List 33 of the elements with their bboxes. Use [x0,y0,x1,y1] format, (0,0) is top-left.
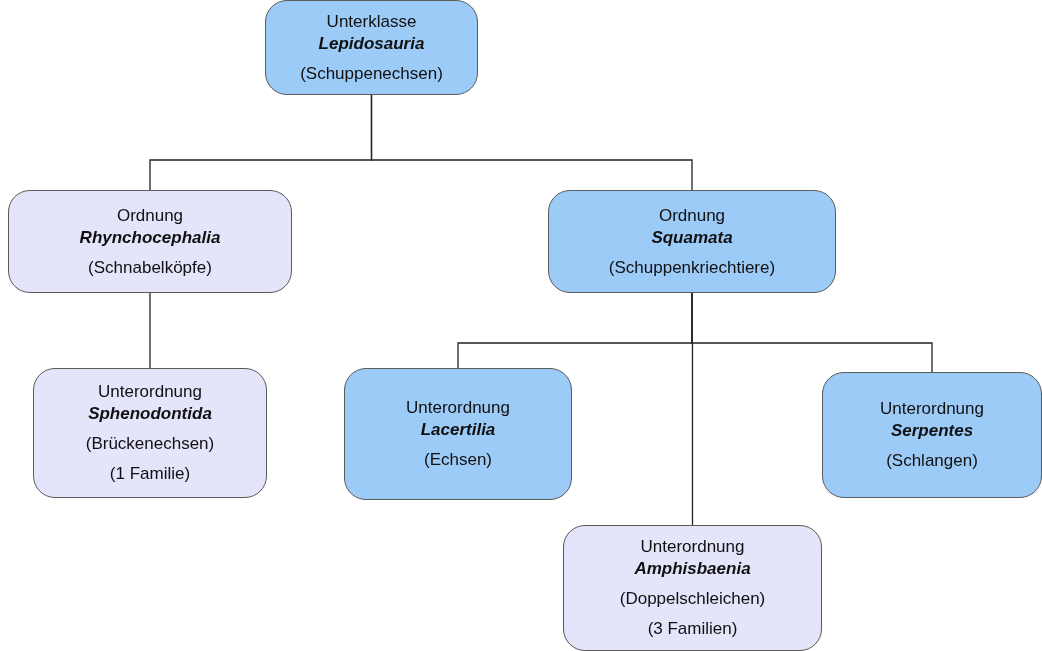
rank-label: Unterordnung [98,381,202,403]
taxon-box [344,368,572,500]
taxon-box [822,372,1042,498]
taxon-note: (3 Familien) [647,618,738,640]
connector-line [149,292,151,369]
taxon-note: (Schuppenechsen) [300,62,443,85]
rank-label: Unterordnung [406,397,510,419]
taxon-note: (Schuppenkriechtiere) [608,256,776,279]
taxon-name: Rhynchocephalia [79,226,221,249]
taxon-name: Serpentes [890,420,974,442]
rank-label: Unterklasse [326,10,417,33]
rank-label: Ordnung [658,204,726,227]
taxon-name: Lepidosauria [318,32,425,55]
taxon-name: Sphenodontida [88,403,212,425]
connector-line [691,292,694,526]
taxon-note: (Schlangen) [886,450,978,472]
taxon-note: (1 Familie) [109,463,191,485]
taxon-box [33,368,267,498]
taxon-note: (Brückenechsen) [85,433,215,455]
connector-line [370,94,693,191]
taxon-note: (Doppelschleichen) [619,588,766,610]
taxon-note: (Echsen) [424,449,492,471]
rank-label: Ordnung [116,204,184,227]
rank-label: Unterordnung [880,398,984,420]
taxon-box [8,190,292,293]
taxon-box [563,525,822,651]
taxon-name: Lacertilia [420,419,496,441]
taxon-box [265,0,478,95]
taxon-box [548,190,836,293]
taxon-name: Amphisbaenia [634,558,751,580]
taxon-name: Squamata [651,226,733,249]
rank-label: Unterordnung [640,536,745,558]
taxon-note: (Schnabelköpfe) [88,256,212,279]
